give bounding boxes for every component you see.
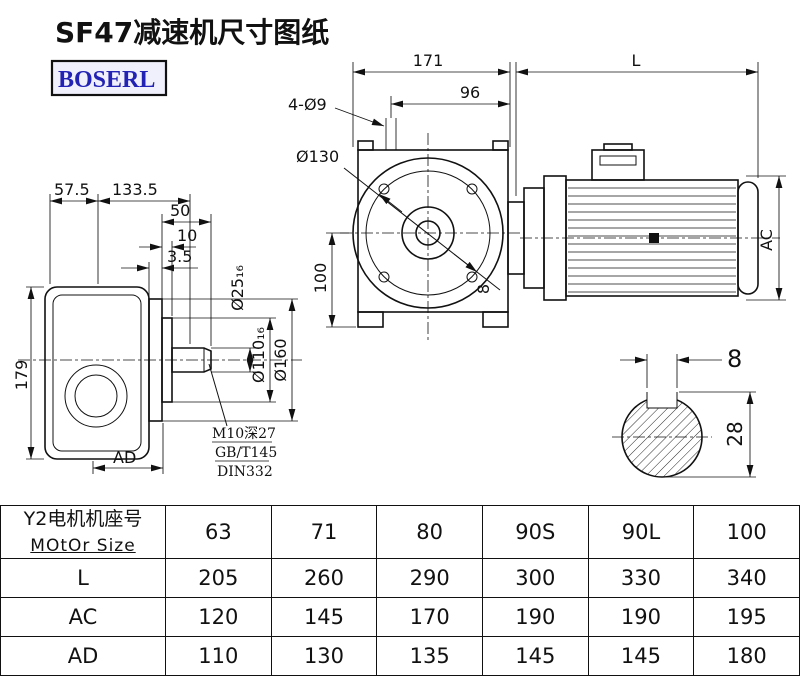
motor-size-cell: 71 (270, 505, 378, 559)
dim-28-label: 28 (723, 421, 747, 446)
table-cell: 190 (481, 597, 589, 637)
dim-50-label: 50 (170, 201, 190, 220)
dim-100-label: 100 (311, 263, 330, 294)
motor-size-cell: 90L (587, 505, 695, 559)
dim-171-label: 171 (413, 51, 444, 70)
dim-ac-label: AC (757, 229, 776, 251)
dia-shaft-label: Ø25₁₆ (228, 265, 247, 311)
table-row-AD: AD 110 130 135 145 145 180 (0, 636, 800, 676)
section-key-width-label: 8 (727, 345, 742, 373)
row-label-cell: L (0, 558, 166, 598)
side-view: 57.5 133.5 50 10 3.5 179 AD Ø25₁₆ (12, 180, 302, 480)
dim-179-label: 179 (12, 360, 31, 391)
technical-drawing: SF47减速机尺寸图纸 BOSERL 57.5 133.5 50 10 (12, 16, 786, 480)
table-cell: 260 (270, 558, 378, 598)
table-cell: 180 (693, 636, 800, 676)
motor-fins (568, 187, 736, 293)
front-key-width-label: 8 (474, 284, 493, 294)
table-cell: 145 (587, 636, 695, 676)
table-cell: 110 (165, 636, 272, 676)
row-label-cell: AC (0, 597, 166, 637)
dim-57-5-label: 57.5 (54, 180, 90, 199)
dia-bolt-circle-label: Ø130 (296, 147, 339, 166)
tap-note-label: M10深27 (212, 426, 276, 442)
table-cell: 205 (165, 558, 272, 598)
motor-frame-header-cell: Y2电机机座号 MOtOr Size (0, 505, 166, 559)
shaft-section: 8 28 (612, 345, 756, 478)
brand-logo-text: BOSERL (58, 67, 155, 93)
table-row-AC: AC 120 145 170 190 190 195 (0, 597, 800, 637)
table-cell: 130 (270, 636, 378, 676)
table-cell: 170 (376, 597, 483, 637)
table-cell: 300 (481, 558, 589, 598)
table-cell: 330 (587, 558, 695, 598)
table-cell: 145 (481, 636, 589, 676)
table-cell: 290 (376, 558, 483, 598)
front-view: 171 96 4-Ø9 Ø130 100 8 (288, 51, 545, 340)
dim-96-label: 96 (460, 83, 480, 102)
table-cell: 195 (693, 597, 800, 637)
motor-frame-label-en: MOtOr Size (30, 536, 136, 557)
std-gb-label: GB/T145 (215, 445, 277, 461)
brand-logo: BOSERL (50, 59, 168, 97)
dimension-table: Y2电机机座号 MOtOr Size 63 71 80 90S 90L 100 … (0, 505, 800, 676)
table-cell: 190 (587, 597, 695, 637)
dim-ad-label: AD (113, 448, 136, 467)
dim-133-5-label: 133.5 (112, 180, 158, 199)
motor-size-cell: 100 (693, 505, 800, 559)
motor-view: L AC (515, 51, 786, 301)
table-cell: 135 (376, 636, 483, 676)
motor-frame-label-cn: Y2电机机座号 (23, 508, 143, 531)
holes-note-label: 4-Ø9 (288, 95, 327, 114)
row-label-cell: AD (0, 636, 166, 676)
std-din-label: DIN332 (217, 464, 273, 480)
motor-nameplate-mark (649, 233, 659, 243)
motor-size-cell: 90S (481, 505, 589, 559)
table-cell: 145 (270, 597, 378, 637)
table-row-L: L 205 260 290 300 330 340 (0, 558, 800, 598)
table-header-row: Y2电机机座号 MOtOr Size 63 71 80 90S 90L 100 (0, 505, 800, 559)
dia-flange-label: Ø160 (271, 338, 290, 381)
motor-size-cell: 80 (376, 505, 483, 559)
keyway-slot (647, 391, 677, 408)
table-cell: 120 (165, 597, 272, 637)
dim-3-5-label: 3.5 (167, 247, 192, 266)
dim-10-label: 10 (177, 226, 197, 245)
page-title: SF47减速机尺寸图纸 (55, 16, 329, 49)
motor-size-cell: 63 (165, 505, 272, 559)
dim-l-label: L (632, 51, 641, 70)
table-cell: 340 (693, 558, 800, 598)
dia-spigot-label: Ø110₁₆ (249, 327, 268, 383)
